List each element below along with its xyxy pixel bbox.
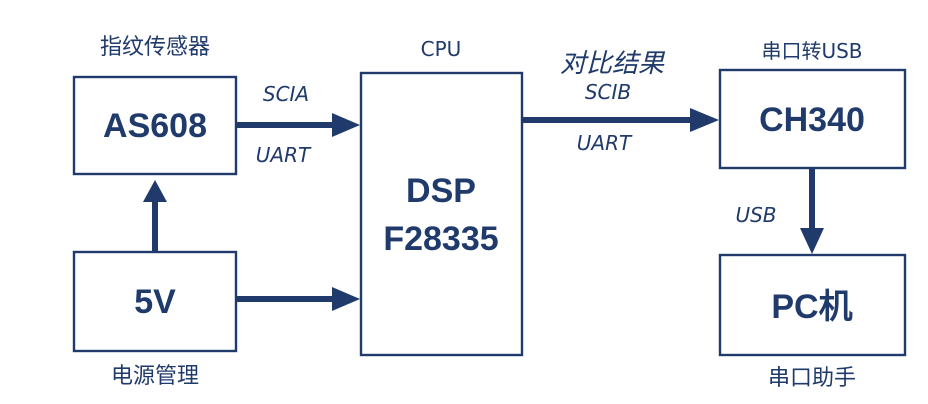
edge-as608-label-top: SCIA <box>263 82 309 106</box>
pc-box <box>718 253 907 357</box>
pc-node: PC机 串口助手 <box>718 253 907 391</box>
edge-power-to-dsp <box>236 287 360 311</box>
arrowhead-right <box>332 113 360 137</box>
dsp-box <box>359 71 524 357</box>
ch340-caption: 串口转USB <box>761 39 862 63</box>
pc-label: PC机 <box>771 288 852 326</box>
as608-box <box>72 75 238 176</box>
power-caption: 电源管理 <box>111 364 199 389</box>
edge-dsp-label-bottom: UART <box>577 131 633 155</box>
arrowhead-right <box>332 287 360 311</box>
dsp-label-line1: DSP <box>406 172 476 210</box>
ch340-box <box>718 68 907 170</box>
edge-dsp-label-title: 对比结果 <box>560 49 666 79</box>
power-node: 5V 电源管理 <box>72 250 238 389</box>
arrowhead-right <box>690 108 719 132</box>
ch340-label: CH340 <box>759 101 865 139</box>
power-label: 5V <box>134 283 176 321</box>
ch340-node: 串口转USB CH340 <box>718 39 907 170</box>
edge-as608-label-bottom: UART <box>256 143 312 167</box>
power-box <box>72 250 238 353</box>
arrowhead-up <box>143 180 167 202</box>
dsp-label-line2: F28335 <box>383 220 498 258</box>
edge-dsp-to-ch340: 对比结果 SCIB UART <box>522 49 719 155</box>
edge-as608-to-dsp: SCIA UART <box>236 82 360 167</box>
as608-label: AS608 <box>103 107 207 145</box>
edge-ch340-to-pc: USB <box>735 168 824 254</box>
dsp-node: CPU DSP F28335 <box>359 37 524 357</box>
edge-ch340-label: USB <box>735 203 776 227</box>
edge-power-to-as608 <box>143 180 167 252</box>
edge-dsp-label-top: SCIB <box>585 80 631 104</box>
pc-caption: 串口助手 <box>768 366 856 391</box>
as608-caption: 指纹传感器 <box>100 35 210 60</box>
dsp-caption: CPU <box>421 37 462 61</box>
as608-node: 指纹传感器 AS608 <box>72 35 238 176</box>
arrowhead-down <box>800 228 824 254</box>
